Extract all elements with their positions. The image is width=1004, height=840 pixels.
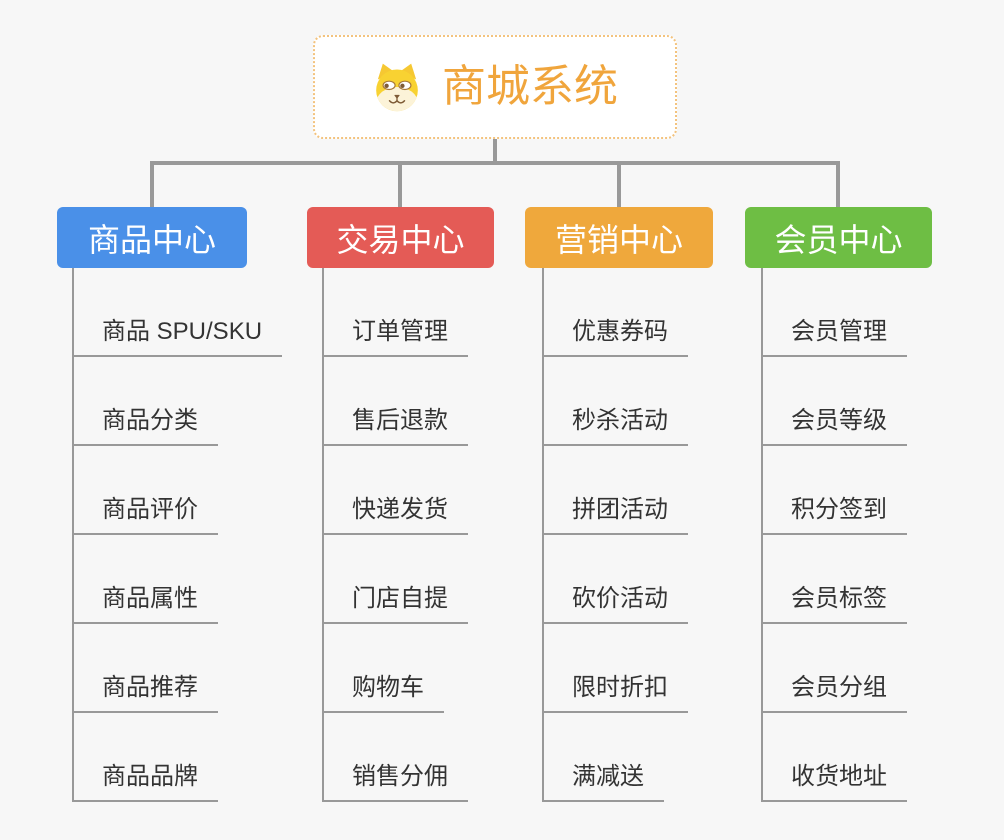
branch-spine (322, 268, 324, 802)
connector-drop (836, 161, 840, 207)
leaf-node[interactable]: 商品评价 (72, 495, 218, 535)
root-title: 商城系统 (442, 62, 618, 111)
branch-node-member-center[interactable]: 会员中心 (745, 207, 932, 268)
leaf-node[interactable]: 商品品牌 (72, 762, 218, 802)
leaf-node[interactable]: 限时折扣 (542, 673, 688, 713)
leaf-node[interactable]: 秒杀活动 (542, 406, 688, 446)
branch-label: 营销中心 (554, 221, 683, 258)
leaf-node[interactable]: 商品推荐 (72, 673, 218, 713)
branch-label: 商品中心 (87, 221, 216, 258)
root-node[interactable]: 商城系统 (313, 35, 677, 139)
leaf-node[interactable]: 商品属性 (72, 584, 218, 624)
branch-node-marketing-center[interactable]: 营销中心 (525, 207, 713, 268)
branch-label: 交易中心 (336, 221, 465, 258)
branch-spine (72, 268, 74, 802)
leaf-node[interactable]: 会员标签 (761, 584, 907, 624)
leaf-node[interactable]: 满减送 (542, 762, 664, 802)
leaf-node[interactable]: 会员分组 (761, 673, 907, 713)
branch-spine (542, 268, 544, 802)
leaf-node[interactable]: 销售分佣 (322, 762, 468, 802)
branch-node-product-center[interactable]: 商品中心 (57, 207, 247, 268)
branch-spine (761, 268, 763, 802)
leaf-node[interactable]: 会员等级 (761, 406, 907, 446)
dog-face-icon (376, 63, 418, 112)
connector-drop (617, 161, 621, 207)
branch-node-trade-center[interactable]: 交易中心 (307, 207, 494, 268)
leaf-node[interactable]: 快递发货 (322, 495, 468, 535)
connector-drop (150, 161, 154, 207)
connector-horizontal-bar (150, 161, 840, 165)
leaf-node[interactable]: 会员管理 (761, 317, 907, 357)
leaf-node[interactable]: 商品 SPU/SKU (72, 317, 283, 357)
leaf-node[interactable]: 收货地址 (761, 762, 907, 802)
leaf-node[interactable]: 积分签到 (761, 495, 907, 535)
branch-label: 会员中心 (774, 221, 903, 258)
connector-root-stem (493, 139, 497, 165)
leaf-node[interactable]: 售后退款 (322, 406, 468, 446)
connector-drop (398, 161, 402, 207)
leaf-node[interactable]: 优惠券码 (542, 317, 688, 357)
leaf-node[interactable]: 拼团活动 (542, 495, 688, 535)
leaf-node[interactable]: 门店自提 (322, 584, 468, 624)
leaf-node[interactable]: 商品分类 (72, 406, 218, 446)
leaf-node[interactable]: 购物车 (322, 673, 444, 713)
leaf-node[interactable]: 订单管理 (322, 317, 468, 357)
leaf-node[interactable]: 砍价活动 (542, 584, 688, 624)
